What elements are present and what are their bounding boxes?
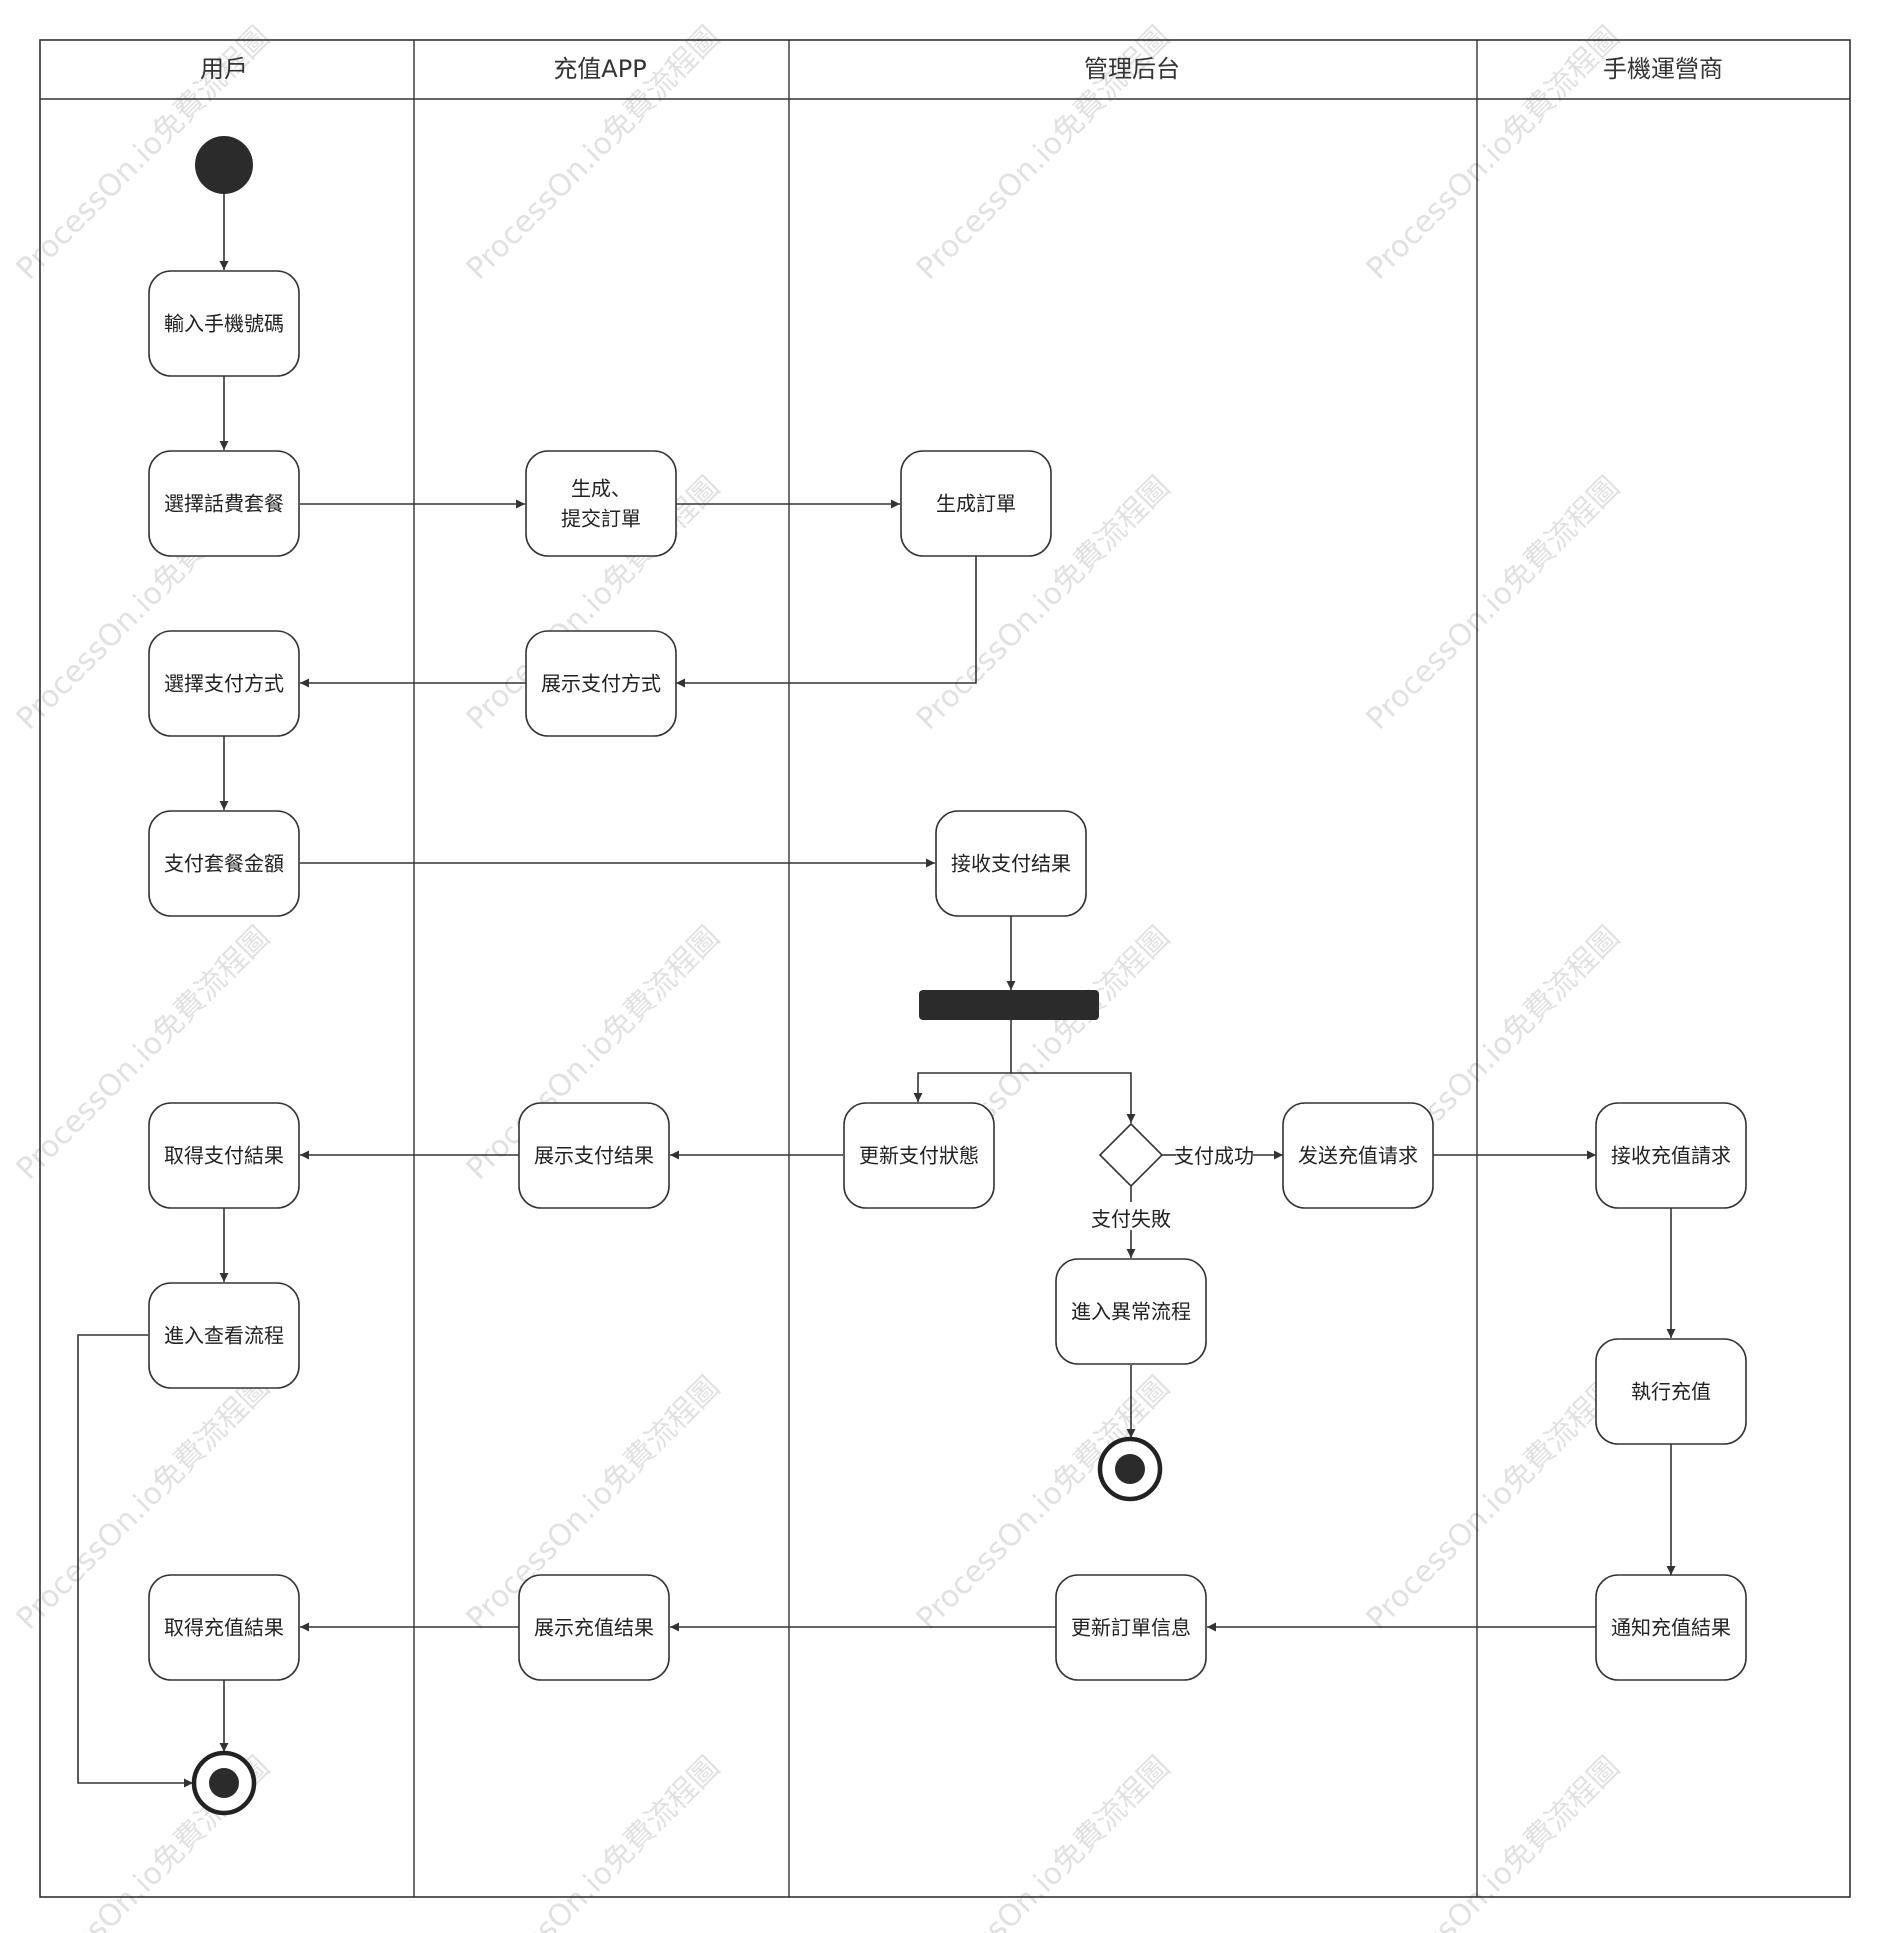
activity-node-update-pay: 更新支付狀態 bbox=[843, 1102, 995, 1209]
activity-node-label: 展示支付结果 bbox=[534, 1144, 654, 1168]
watermark-text: ProcessOn.io免費流程圖 bbox=[1360, 1750, 1627, 1933]
activity-node-box bbox=[525, 630, 677, 737]
activity-node-label: 通知充值結果 bbox=[1611, 1616, 1731, 1640]
start-node bbox=[195, 136, 253, 194]
activity-node-box bbox=[148, 270, 300, 377]
edge-view-flow-to-end bbox=[77, 1334, 193, 1788]
watermark-text: ProcessOn.io免費流程圖 bbox=[1360, 1370, 1627, 1637]
edge-fork-to-update-pay bbox=[913, 1020, 1012, 1102]
end-dot-admin bbox=[1115, 1454, 1145, 1484]
end-node-admin bbox=[1097, 1436, 1163, 1502]
activity-node-label: 支付套餐金額 bbox=[164, 852, 284, 876]
activity-node-show-result: 展示充值结果 bbox=[518, 1574, 670, 1681]
activity-node-label: 提交訂單 bbox=[561, 507, 641, 531]
lane-title-carrier: 手機運營商 bbox=[1603, 55, 1723, 83]
activity-node-label: 進入異常流程 bbox=[1071, 1300, 1191, 1324]
activity-node-box bbox=[518, 1102, 670, 1209]
decision-diamond bbox=[1098, 1122, 1164, 1188]
activity-node-pay-amount: 支付套餐金額 bbox=[148, 810, 300, 917]
activity-node-recv-pay: 接收支付结果 bbox=[935, 810, 1087, 917]
watermark-text: ProcessOn.io免費流程圖 bbox=[1360, 20, 1627, 287]
edge-fork-to-decision bbox=[1011, 1072, 1136, 1123]
activity-node-box bbox=[148, 450, 300, 557]
activity-node-box bbox=[148, 810, 300, 917]
activity-node-box bbox=[900, 450, 1052, 557]
activity-node-choose-plan: 選擇話費套餐 bbox=[148, 450, 300, 557]
watermark-text: ProcessOn.io免費流程圖 bbox=[460, 1750, 727, 1933]
lane-title-app: 充值APP bbox=[553, 55, 646, 83]
activity-node-box bbox=[148, 1282, 300, 1389]
activity-node-label: 展示支付方式 bbox=[541, 672, 661, 696]
lane-title-admin: 管理后台 bbox=[1084, 55, 1180, 83]
watermark-text: ProcessOn.io免費流程圖 bbox=[1360, 470, 1627, 737]
activity-node-box bbox=[1055, 1574, 1207, 1681]
fork-bar bbox=[919, 990, 1099, 1020]
activity-node-label: 生成訂單 bbox=[936, 492, 1016, 516]
activity-node-label: 接收支付结果 bbox=[951, 852, 1071, 876]
activity-node-box bbox=[935, 810, 1087, 917]
activity-node-box bbox=[148, 630, 300, 737]
swimlane-frame: 用戶 充值APP 管理后台 手機運營商 bbox=[39, 39, 1851, 1898]
start-circle bbox=[195, 136, 253, 194]
activity-node-show-pay: 展示支付方式 bbox=[525, 630, 677, 737]
activity-node-label: 更新訂單信息 bbox=[1071, 1616, 1191, 1640]
activity-node-get-pay: 取得支付結果 bbox=[148, 1102, 300, 1209]
end-dot-user bbox=[209, 1768, 239, 1798]
activity-node-box bbox=[525, 450, 677, 557]
activity-node-label: 取得支付結果 bbox=[164, 1144, 284, 1168]
activity-node-box bbox=[148, 1102, 300, 1209]
activity-node-label: 輸入手機號碼 bbox=[164, 312, 284, 336]
activity-node-box bbox=[1595, 1574, 1747, 1681]
activity-node-recv-req: 接收充值請求 bbox=[1595, 1102, 1747, 1209]
activity-node-choose-pay: 選擇支付方式 bbox=[148, 630, 300, 737]
activity-node-show-pay-result: 展示支付结果 bbox=[518, 1102, 670, 1209]
activity-node-label: 進入查看流程 bbox=[164, 1324, 284, 1348]
activity-node-update-order: 更新訂單信息 bbox=[1055, 1574, 1207, 1681]
activity-node-label: 選擇支付方式 bbox=[164, 672, 284, 696]
activity-node-label: 更新支付狀態 bbox=[859, 1144, 979, 1168]
activity-node-label: 生成、 bbox=[571, 477, 631, 501]
activity-node-box bbox=[843, 1102, 995, 1209]
activity-node-box bbox=[1595, 1102, 1747, 1209]
edges bbox=[77, 194, 1676, 1788]
activity-node-box bbox=[1282, 1102, 1434, 1209]
activity-node-input: 輸入手機號碼 bbox=[148, 270, 300, 377]
edge-label-pay-fail: 支付失敗 bbox=[1091, 1207, 1171, 1231]
activity-node-gen-order: 生成訂單 bbox=[900, 450, 1052, 557]
end-node-user bbox=[191, 1750, 257, 1816]
activity-node-exec: 執行充值 bbox=[1595, 1338, 1747, 1445]
activity-node-view-flow: 進入查看流程 bbox=[148, 1282, 300, 1389]
activity-node-submit-order: 生成、提交訂單 bbox=[525, 450, 677, 557]
lane-border bbox=[39, 39, 1851, 1898]
activity-node-label: 接收充值請求 bbox=[1611, 1144, 1731, 1168]
lane-title-user: 用戶 bbox=[200, 55, 248, 83]
activity-node-exception: 進入異常流程 bbox=[1055, 1258, 1207, 1365]
watermark-text: ProcessOn.io免費流程圖 bbox=[910, 1750, 1177, 1933]
activity-node-label: 发送充值请求 bbox=[1298, 1144, 1418, 1168]
activity-node-box bbox=[148, 1574, 300, 1681]
activity-node-send-req: 发送充值请求 bbox=[1282, 1102, 1434, 1209]
activity-node-label: 取得充值結果 bbox=[164, 1616, 284, 1640]
edge-label-pay-success: 支付成功 bbox=[1174, 1144, 1254, 1168]
activity-node-box bbox=[1595, 1338, 1747, 1445]
activity-node-notify: 通知充值結果 bbox=[1595, 1574, 1747, 1681]
activity-node-label: 展示充值结果 bbox=[534, 1616, 654, 1640]
edge-gen-order-to-show-pay bbox=[676, 556, 977, 688]
activity-node-box bbox=[518, 1574, 670, 1681]
activity-node-label: 執行充值 bbox=[1631, 1380, 1711, 1404]
activity-node-label: 選擇話費套餐 bbox=[164, 492, 284, 516]
activity-node-get-result: 取得充值結果 bbox=[148, 1574, 300, 1681]
activity-node-box bbox=[1055, 1258, 1207, 1365]
